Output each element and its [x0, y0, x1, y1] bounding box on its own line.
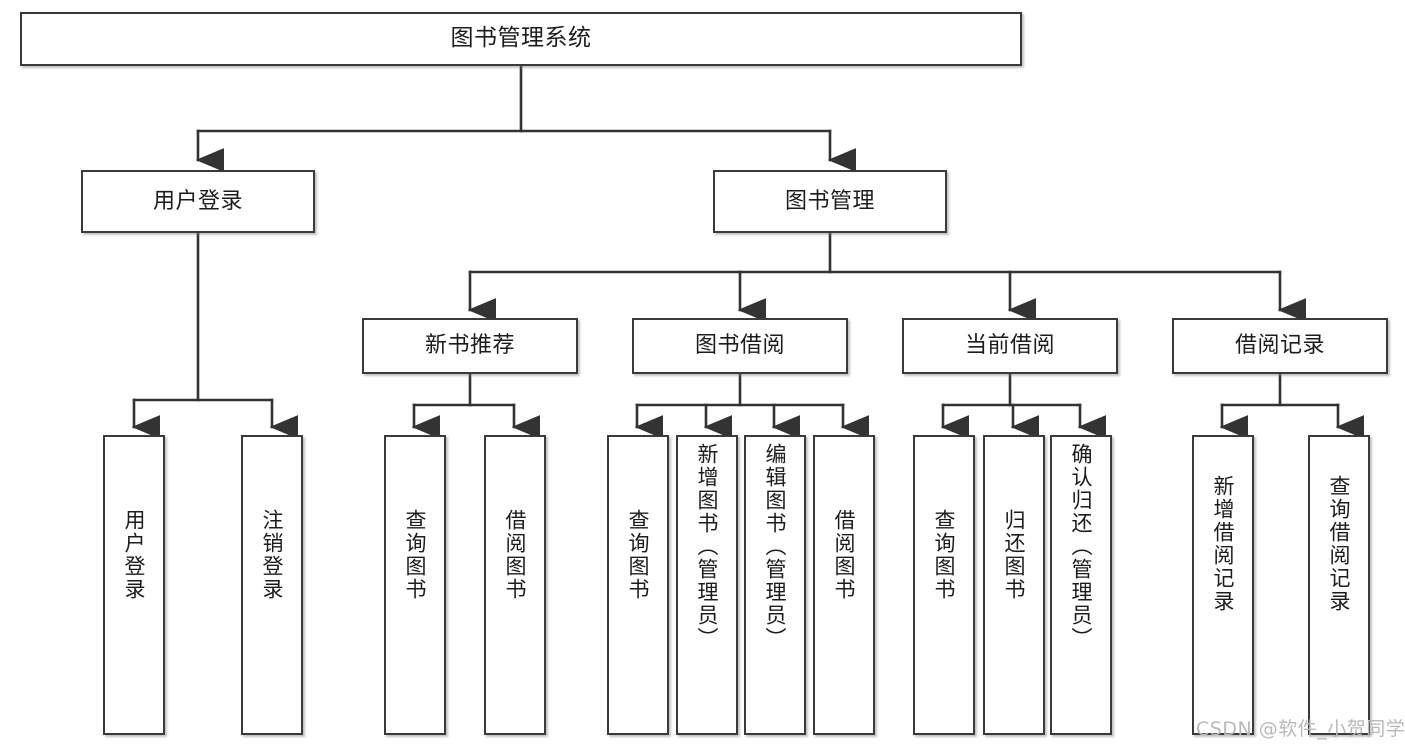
- node-label: 确认归还（管理员）: [1069, 443, 1094, 650]
- node-label: 当前借阅: [964, 333, 1055, 359]
- node-label: 查询图书: [403, 509, 428, 601]
- node-label: 图书管理系统: [450, 25, 592, 52]
- leaf-current-borrow-query-book[interactable]: 查询图书: [913, 435, 975, 735]
- node-label: 查询借阅记录: [1327, 475, 1352, 613]
- node-book-management[interactable]: 图书管理: [713, 170, 947, 233]
- node-book-borrow[interactable]: 图书借阅: [632, 318, 848, 374]
- leaf-book-borrow-add-book-admin[interactable]: 新增图书（管理员）: [676, 435, 738, 735]
- leaf-current-borrow-return-book[interactable]: 归还图书: [983, 435, 1045, 735]
- node-label: 编辑图书（管理员）: [763, 443, 788, 650]
- node-label: 注销登录: [260, 509, 285, 601]
- node-label: 借阅图书: [503, 509, 528, 601]
- node-label: 借阅图书: [832, 509, 857, 601]
- node-label: 图书管理: [784, 188, 875, 214]
- leaf-new-book-borrow-book[interactable]: 借阅图书: [484, 435, 546, 735]
- node-current-borrow[interactable]: 当前借阅: [902, 318, 1118, 374]
- leaf-book-borrow-query-book[interactable]: 查询图书: [607, 435, 669, 735]
- leaf-borrow-record-add-record[interactable]: 新增借阅记录: [1192, 435, 1254, 735]
- leaf-user-login-logout[interactable]: 注销登录: [241, 435, 303, 735]
- node-label: 新增图书（管理员）: [695, 443, 720, 650]
- node-label: 新增借阅记录: [1211, 475, 1236, 613]
- leaf-new-book-query-book[interactable]: 查询图书: [384, 435, 446, 735]
- node-root-system[interactable]: 图书管理系统: [20, 12, 1022, 66]
- node-label: 新书推荐: [424, 333, 515, 359]
- node-label: 查询图书: [626, 509, 651, 601]
- leaf-current-borrow-confirm-return-admin[interactable]: 确认归还（管理员）: [1050, 435, 1112, 735]
- leaf-book-borrow-borrow-book[interactable]: 借阅图书: [813, 435, 875, 735]
- node-borrow-record[interactable]: 借阅记录: [1172, 318, 1388, 374]
- node-user-login[interactable]: 用户登录: [81, 170, 315, 233]
- node-label: 归还图书: [1002, 509, 1027, 601]
- leaf-book-borrow-edit-book-admin[interactable]: 编辑图书（管理员）: [744, 435, 806, 735]
- node-label: 用户登录: [122, 509, 147, 601]
- node-label: 查询图书: [932, 509, 957, 601]
- node-label: 用户登录: [152, 188, 243, 214]
- node-new-book-recommend[interactable]: 新书推荐: [362, 318, 578, 374]
- leaf-user-login-login[interactable]: 用户登录: [103, 435, 165, 735]
- node-label: 借阅记录: [1234, 333, 1325, 359]
- leaf-borrow-record-query-record[interactable]: 查询借阅记录: [1308, 435, 1370, 735]
- node-label: 图书借阅: [694, 333, 785, 359]
